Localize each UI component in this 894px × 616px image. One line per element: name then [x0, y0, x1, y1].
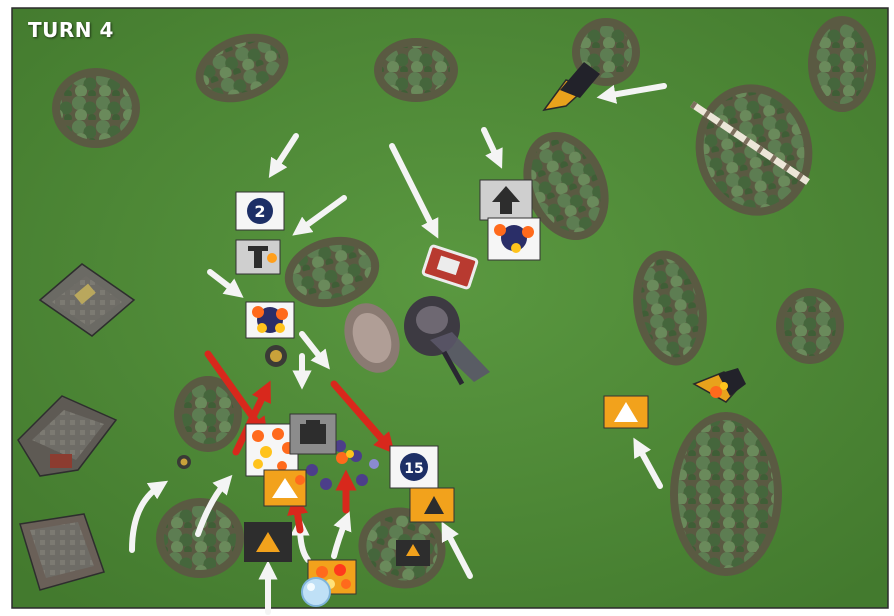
turn-label: TURN 4 — [28, 18, 114, 42]
objective-marker: 15 — [390, 446, 438, 488]
objective-number: 2 — [254, 202, 265, 221]
objective-marker: 2 — [236, 192, 284, 230]
pinned-marker — [396, 540, 430, 566]
wound-marker — [244, 522, 292, 562]
forest — [374, 38, 458, 102]
infantry-model — [177, 455, 191, 469]
order-token-advance — [480, 180, 532, 220]
blast-marker — [488, 218, 540, 260]
pinned-marker — [236, 240, 280, 274]
blast-marker — [246, 302, 294, 338]
infantry-model — [265, 345, 287, 367]
objective-number: 15 — [404, 461, 423, 477]
objective-sphere — [302, 578, 330, 606]
forest — [808, 16, 876, 112]
order-token-down — [290, 414, 336, 454]
forest — [52, 68, 140, 148]
order-token-advance — [604, 396, 648, 428]
order-token-down — [410, 488, 454, 522]
forest — [670, 412, 782, 576]
order-token-advance — [264, 470, 306, 506]
charge-arrow — [296, 504, 300, 530]
forest — [776, 288, 844, 364]
forest — [156, 498, 244, 578]
